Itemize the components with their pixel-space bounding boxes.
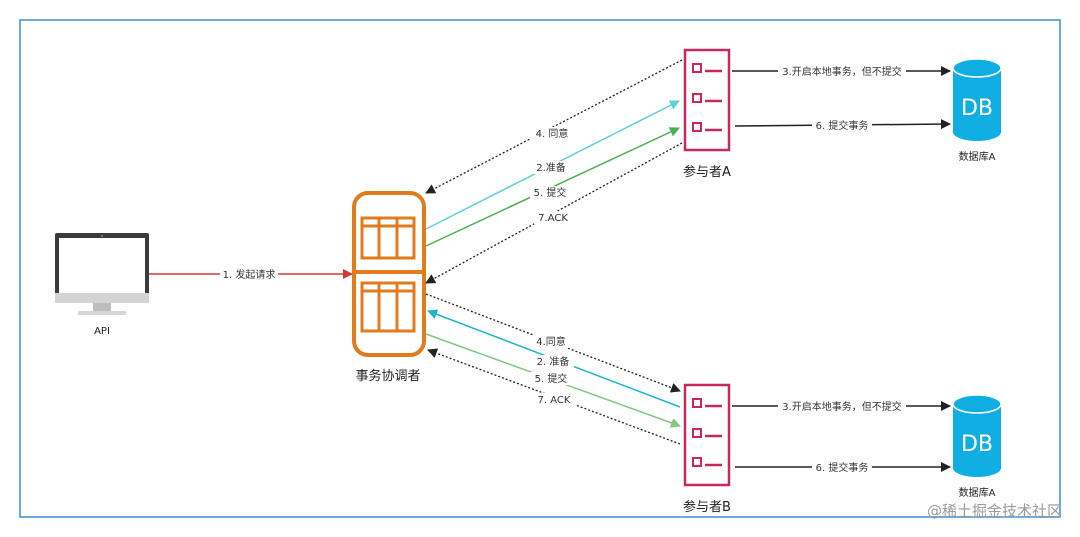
api-label: API <box>94 326 110 337</box>
database-b-node: DB 数据库A <box>952 394 1002 499</box>
edge-b-commit: 5. 提交 <box>425 333 681 428</box>
edge-a-agree: 4. 同意 <box>425 59 683 194</box>
edge-label: 4. 同意 <box>536 127 569 140</box>
api-node: API <box>55 233 149 337</box>
participant-a-label: 参与者A <box>683 164 731 180</box>
edge-label: 4.同意 <box>536 335 566 348</box>
monitor-icon <box>55 233 149 315</box>
edge-label: 7.ACK <box>538 213 568 224</box>
coordinator-label: 事务协调者 <box>355 368 420 384</box>
edge-label: 7. ACK <box>538 395 571 406</box>
diagram-frame <box>19 19 1061 518</box>
edge-b-local-tx: 3.开启本地事务，但不提交 <box>732 399 951 413</box>
edge-label: 3.开启本地事务，但不提交 <box>782 400 902 413</box>
edge-label: 5. 提交 <box>535 372 568 385</box>
edge-b-prepare: 2. 准备 <box>427 309 681 408</box>
edge-label: 3.开启本地事务，但不提交 <box>782 65 902 78</box>
edge-a-local-tx: 3.开启本地事务，但不提交 <box>732 64 951 78</box>
database-icon: DB <box>952 58 1002 141</box>
edge-label: 1. 发起请求 <box>223 268 276 281</box>
edge-api-request: 1. 发起请求 <box>149 267 353 281</box>
edge-label: 5. 提交 <box>534 186 567 199</box>
edge-label: 6. 提交事务 <box>816 461 869 474</box>
database-icon: DB <box>952 394 1002 477</box>
edge-label: 2.准备 <box>536 161 566 174</box>
list-server-icon <box>683 383 731 487</box>
participant-b-label: 参与者B <box>683 499 731 515</box>
edge-a-ack: 7.ACK <box>425 142 683 284</box>
db-b-icon-text: DB <box>961 432 993 457</box>
database-a-label: 数据库A <box>959 150 996 163</box>
coordinator-node: 事务协调者 <box>352 191 426 384</box>
database-a-node: DB 数据库A <box>952 58 1002 163</box>
edge-label: 6. 提交事务 <box>816 119 869 132</box>
edge-b-agree: 4.同意 <box>425 293 681 393</box>
edge-label: 2. 准备 <box>537 355 570 368</box>
list-server-icon <box>683 48 731 152</box>
watermark: @稀土掘金技术社区 <box>927 502 1062 520</box>
edge-a-commit: 5. 提交 <box>425 127 680 247</box>
database-b-label: 数据库A <box>959 486 996 499</box>
edge-a-commit-tx: 6. 提交事务 <box>734 118 951 132</box>
server-rack-icon <box>352 191 426 357</box>
edge-a-prepare: 2.准备 <box>425 100 680 230</box>
participant-a-node: 参与者A <box>683 48 731 180</box>
participant-b-node: 参与者B <box>683 383 731 515</box>
db-a-icon-text: DB <box>961 96 993 121</box>
edge-b-ack: 7. ACK <box>427 348 681 445</box>
edge-b-commit-tx: 6. 提交事务 <box>735 460 951 474</box>
